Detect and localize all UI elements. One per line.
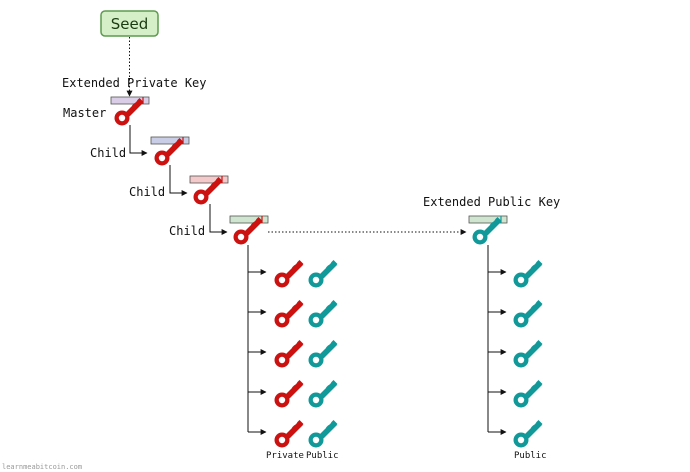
xpub-child-public-key-icon xyxy=(513,420,543,448)
extended-private-key-label: Extended Private Key xyxy=(62,76,207,90)
public-only-children xyxy=(487,245,543,448)
child-3-key xyxy=(229,215,269,245)
public-column-label-left: Public xyxy=(306,451,339,461)
xpub-child-public-key-icon xyxy=(513,260,543,288)
child-2-key xyxy=(189,175,229,205)
public-column-label-right: Public xyxy=(514,451,547,461)
child1-to-child2-connector xyxy=(169,165,188,196)
master-to-child1-connector xyxy=(129,125,148,156)
child-2-label: Child xyxy=(129,185,165,199)
child-3-label: Child xyxy=(169,224,205,238)
extended-public-key-label: Extended Public Key xyxy=(423,195,560,209)
master-label: Master xyxy=(63,106,106,120)
child-public-key-icon xyxy=(308,420,338,448)
xpub-child-public-key-icon xyxy=(513,300,543,328)
private-public-children xyxy=(247,245,338,448)
private-column-label: Private xyxy=(266,451,304,461)
child-private-key-icon xyxy=(274,340,304,368)
child-1-key xyxy=(150,136,190,166)
child-private-key-icon xyxy=(274,380,304,408)
master-key xyxy=(110,96,150,126)
child-public-key-icon xyxy=(308,380,338,408)
child-public-key-icon xyxy=(308,300,338,328)
xpub-child-public-key-icon xyxy=(513,340,543,368)
seed-box xyxy=(100,10,159,37)
child-private-key-icon xyxy=(274,300,304,328)
child-private-key-icon xyxy=(274,420,304,448)
child-2-key-bar xyxy=(189,175,229,184)
child-public-key-icon xyxy=(308,260,338,288)
child-1-label: Child xyxy=(90,146,126,160)
child-1-key-bar xyxy=(150,136,190,145)
xpub-key xyxy=(468,215,508,245)
xpub-child-public-key-icon xyxy=(513,380,543,408)
master-key-bar xyxy=(110,96,150,105)
child-public-key-icon xyxy=(308,340,338,368)
xpub-key-bar xyxy=(468,215,508,224)
watermark: learnmeabitcoin.com xyxy=(2,463,82,471)
child-3-key-bar xyxy=(229,215,269,224)
child-private-key-icon xyxy=(274,260,304,288)
seed-label: Seed xyxy=(111,15,149,33)
child2-to-child3-connector xyxy=(209,204,228,235)
